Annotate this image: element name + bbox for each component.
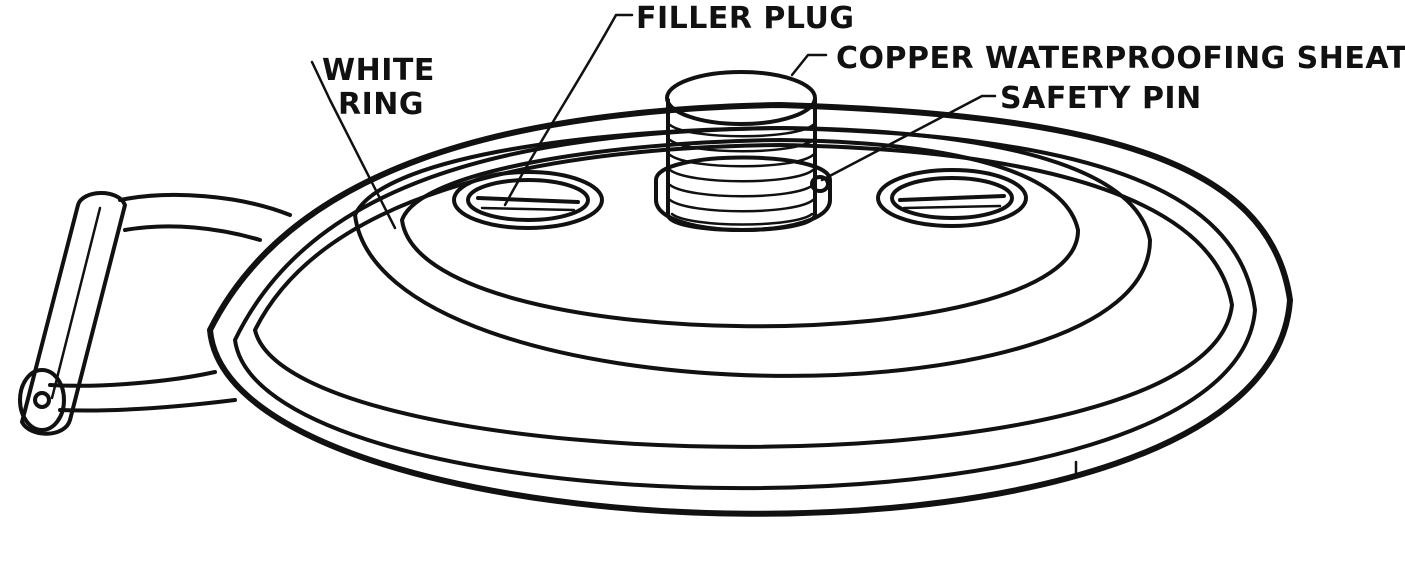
safety-pin-leader — [820, 94, 997, 182]
white-ring-label-line2: RING — [338, 87, 424, 122]
sheath-sides — [666, 98, 817, 232]
copper-sheath-leader — [790, 53, 828, 77]
handle-grip-end — [18, 368, 66, 432]
safety-pin-ring — [810, 175, 830, 193]
white-ring-leader — [310, 60, 397, 230]
handle-bail-top — [118, 193, 292, 217]
left-filler-plug — [452, 170, 604, 230]
copper-sheath-label: COPPER WATERPROOFING SHEATH — [836, 41, 1405, 76]
mine-body — [207, 102, 1293, 517]
sheath-top — [665, 70, 817, 126]
handle-bail-bottom — [58, 398, 237, 413]
fuze-sheath — [654, 70, 832, 232]
handle-pivot — [33, 391, 51, 409]
carrying-handle — [18, 191, 292, 436]
filler-plug-leader — [503, 13, 634, 207]
second-rim — [233, 126, 1257, 491]
handle-grip-line — [50, 206, 102, 400]
white-ring-label-line1: WHITE — [322, 53, 435, 88]
leader-lines — [310, 13, 997, 230]
handle-bail-bottom-inner — [48, 370, 217, 388]
white-ring-outer — [353, 126, 1152, 378]
outer-rim — [207, 102, 1293, 517]
handle-grip — [20, 191, 127, 436]
safety-pin-label: SAFETY PIN — [1000, 81, 1202, 116]
white-ring-inner — [400, 138, 1081, 329]
filler-plug-label: FILLER PLUG — [636, 1, 854, 36]
right-filler-plug — [876, 168, 1028, 228]
handle-bail-top-inner — [123, 224, 262, 242]
